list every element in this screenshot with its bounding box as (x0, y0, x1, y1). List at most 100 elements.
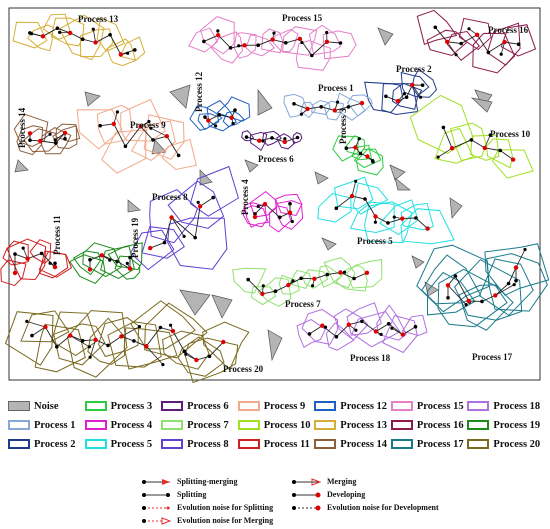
state-node (371, 159, 375, 164)
cluster-polygon (233, 32, 257, 59)
evolution-link (340, 272, 355, 279)
state-node (292, 102, 296, 106)
cluster-polygon (167, 180, 225, 229)
evolution-link (246, 136, 260, 142)
legend-item: Process 6 (161, 399, 238, 413)
cluster-polygon (317, 192, 352, 223)
cluster-polygon (478, 258, 534, 317)
process-label-1: Process 1 (318, 83, 354, 93)
cluster-polygon (257, 277, 292, 307)
evolution-link (258, 39, 273, 46)
process-label-8: Process 8 (152, 192, 188, 202)
evolution-link (499, 150, 514, 160)
state-node (288, 201, 292, 206)
state-node (151, 138, 155, 142)
legend-item: Process 14 (314, 437, 391, 451)
branch-link (351, 181, 357, 197)
state-node (133, 48, 137, 52)
branch-node (137, 325, 142, 329)
cluster-polygon (426, 271, 476, 316)
branch-node (147, 119, 151, 124)
legend-label: Process 6 (187, 400, 229, 412)
developing-node (93, 337, 98, 342)
evolution-link (364, 198, 376, 217)
branch-node (91, 27, 95, 31)
state-node (256, 43, 261, 47)
legend-item: Process 2 (8, 437, 85, 451)
developing-node (127, 266, 133, 271)
developing-node (445, 283, 451, 288)
legend-label: Process 11 (263, 438, 310, 450)
developing-node (502, 39, 507, 45)
evolution-link (272, 39, 286, 44)
branch-node (88, 355, 92, 359)
cluster-polygon (79, 28, 114, 58)
state-node (193, 235, 197, 240)
state-node (459, 41, 464, 46)
evolution-link (150, 242, 165, 249)
cluster-polygon (391, 82, 423, 110)
developing-node (148, 245, 153, 251)
evolution-link (442, 127, 453, 149)
branch-node (419, 95, 423, 99)
cluster-polygon (400, 202, 434, 231)
branch-node (354, 179, 358, 183)
process-label-17: Process 17 (472, 352, 513, 362)
evolution-link (508, 267, 517, 284)
cluster-polygon (188, 27, 219, 53)
legend-item: Process 9 (237, 399, 315, 413)
state-node (360, 319, 364, 324)
developing-node (346, 322, 351, 327)
cluster-polygon (437, 268, 508, 328)
developing-node (62, 130, 68, 136)
legend-label: Process 9 (263, 400, 306, 412)
evolution-link (42, 27, 58, 37)
cluster-polygon (363, 201, 413, 244)
cluster-polygon (292, 132, 303, 145)
evolution-link (262, 290, 276, 295)
state-node (319, 105, 324, 109)
noise-merging-icon (142, 516, 172, 525)
developing-node (12, 270, 18, 276)
branch-node (283, 137, 287, 141)
state-node (363, 197, 367, 201)
state-node (253, 212, 257, 216)
legend-label: Process 4 (110, 419, 153, 431)
developing-node (445, 39, 450, 44)
cluster-polygon (129, 229, 175, 271)
process-cluster-20 (4, 300, 250, 384)
legend-splitting: Splitting (140, 490, 290, 500)
process-label-13: Process 13 (78, 14, 119, 24)
noise-shape (84, 91, 101, 107)
developing-node (40, 34, 46, 39)
branch-node (182, 234, 186, 238)
legend-label: Process 13 (340, 419, 388, 431)
state-node (202, 39, 206, 44)
evolution-link (247, 279, 263, 295)
color-swatch (467, 439, 490, 449)
branch-node (237, 44, 241, 48)
branch-node (108, 258, 112, 262)
branch-node (87, 345, 91, 349)
evolution-link (145, 327, 161, 347)
developing-node (320, 323, 325, 328)
process-cluster-8 (129, 165, 239, 271)
state-node (486, 50, 491, 55)
developing-node (87, 267, 93, 272)
cluster-polygon (0, 259, 27, 287)
state-node (162, 240, 167, 245)
developing-icon (292, 492, 321, 497)
state-node (386, 322, 391, 326)
noise-shape (179, 289, 211, 316)
evolution-link (271, 137, 285, 143)
process-cluster-16 (416, 9, 537, 74)
evolution-link (326, 41, 341, 44)
state-node (233, 108, 237, 112)
branch-node (512, 283, 516, 287)
cluster-polygon (120, 98, 166, 142)
process-label-19: Process 19 (130, 217, 140, 258)
cluster-polygon (72, 250, 101, 276)
noise-shape (127, 199, 141, 213)
process-label-15: Process 15 (282, 13, 323, 23)
evolution-link (125, 126, 141, 147)
